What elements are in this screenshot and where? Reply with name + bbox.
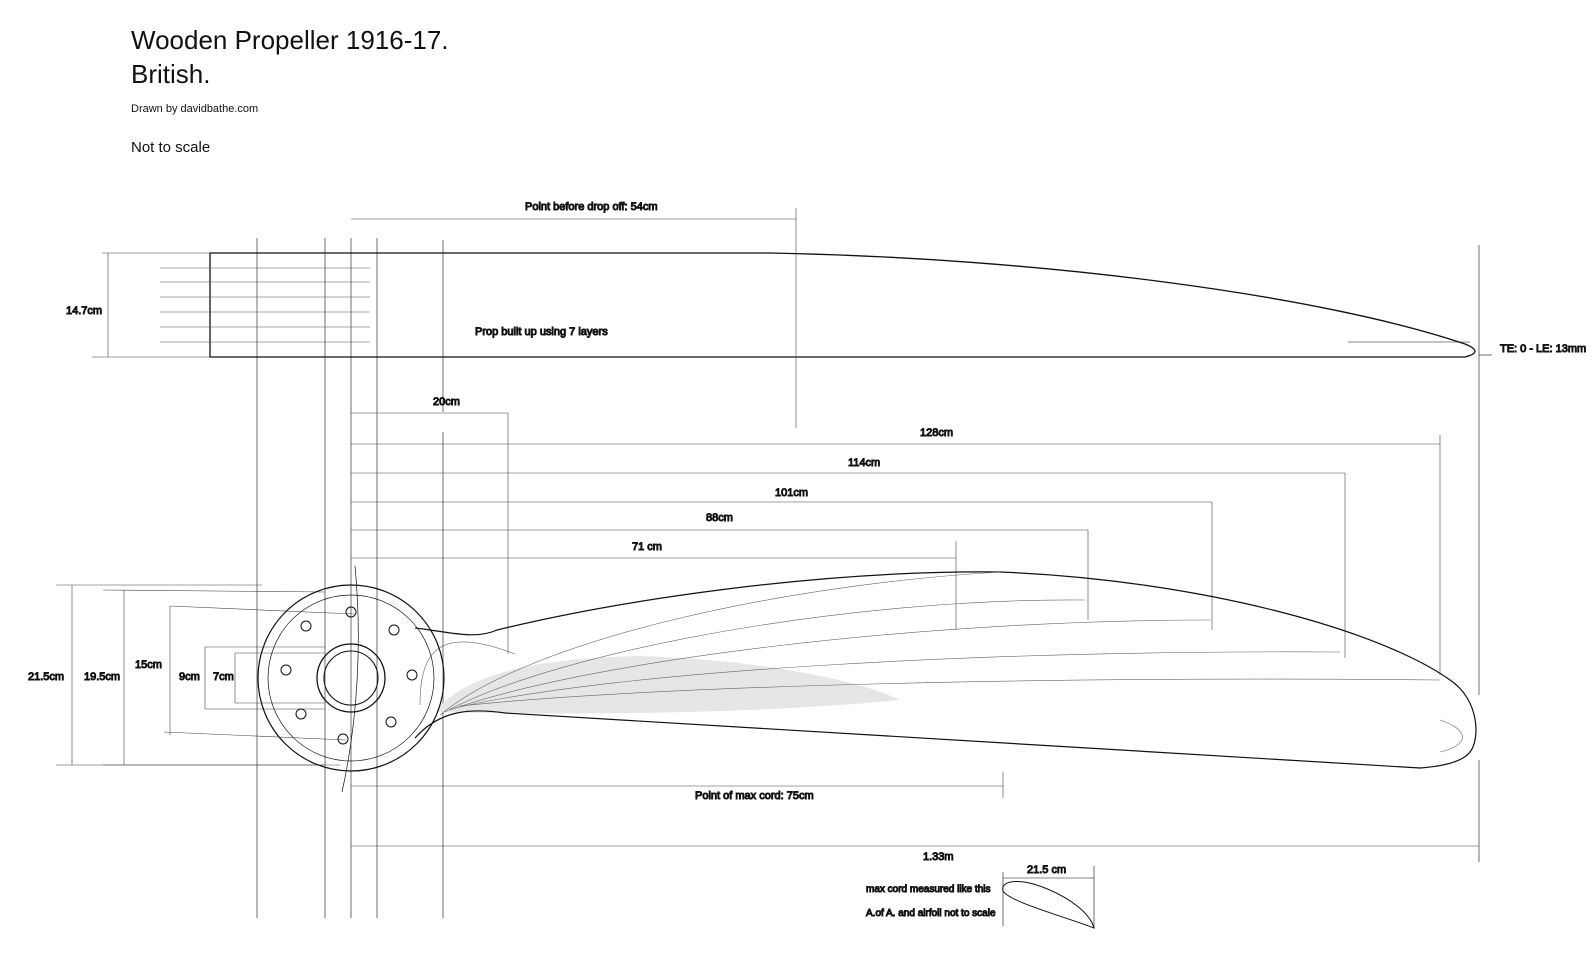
hub-dim-19-5: 19.5cm bbox=[84, 671, 120, 683]
side-height-label: 14.7cm bbox=[66, 305, 102, 317]
hub-bore bbox=[323, 650, 379, 706]
blade-outline bbox=[414, 571, 1477, 769]
station-label-88: 88cm bbox=[706, 512, 733, 524]
propeller-hub bbox=[257, 565, 445, 793]
layer-lines bbox=[160, 267, 370, 343]
bolt-holes bbox=[280, 606, 418, 745]
author-credit: Drawn by davidbathe.com bbox=[131, 103, 259, 115]
drawing-subtitle: British. bbox=[131, 59, 211, 89]
airfoil-note-1: max cord measured like this bbox=[866, 884, 991, 895]
hub-dim-9: 9cm bbox=[179, 671, 200, 683]
hub-dimension-label: 20cm bbox=[433, 396, 460, 408]
tip-thickness-label: TE: 0 - LE: 13mm bbox=[1500, 343, 1586, 355]
side-view-outline bbox=[209, 252, 1476, 358]
blade-plan-view bbox=[414, 571, 1477, 769]
drop-off-dimension bbox=[351, 208, 797, 428]
station-dimensions bbox=[351, 412, 1479, 847]
side-view bbox=[92, 208, 1492, 428]
construction-lines bbox=[256, 238, 1480, 918]
airfoil-note-2: A.of A. and airfoil not to scale bbox=[866, 908, 996, 919]
drop-off-label: Point before drop off: 54cm bbox=[525, 201, 658, 213]
airfoil-cord-label: 21.5 cm bbox=[1027, 864, 1066, 876]
blade-shading bbox=[435, 656, 900, 714]
layers-note: Prop built up using 7 layers bbox=[475, 326, 608, 338]
station-label-114: 114cm bbox=[848, 457, 880, 469]
hub-dim-7: 7cm bbox=[213, 671, 234, 683]
max-cord-label: Point of max cord: 75cm bbox=[695, 790, 814, 802]
hub-outer-ring bbox=[257, 584, 445, 772]
airfoil-section bbox=[1002, 866, 1095, 929]
height-dimension bbox=[92, 252, 210, 358]
hub-inner-ring bbox=[267, 594, 435, 762]
station-label-101: 101cm bbox=[775, 487, 808, 499]
scale-note: Not to scale bbox=[131, 139, 211, 156]
hub-boss-outer bbox=[316, 643, 386, 713]
airfoil-shape bbox=[1002, 881, 1095, 929]
hub-dim-21-5: 21.5cm bbox=[28, 671, 64, 683]
station-label-128: 128cm bbox=[920, 427, 953, 439]
drawing-title: Wooden Propeller 1916-17. bbox=[131, 25, 449, 55]
blade-contour-lines bbox=[419, 571, 1463, 753]
hub-dim-15: 15cm bbox=[135, 659, 162, 671]
total-length-label: 1.33m bbox=[923, 851, 954, 863]
station-label-71: 71 cm bbox=[632, 541, 662, 553]
axis-curve bbox=[341, 565, 359, 793]
hub-dimensions bbox=[56, 584, 355, 766]
